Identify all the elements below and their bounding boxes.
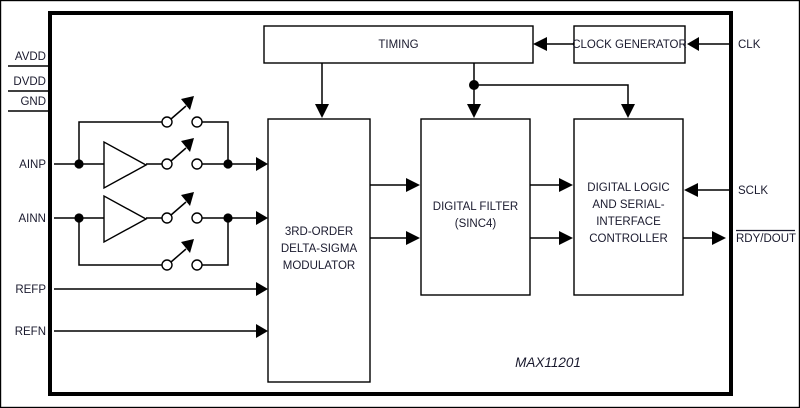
switch-top-blade — [170, 105, 187, 120]
modulator-label-line1: 3RD-ORDER — [285, 226, 353, 238]
pin-refp-label: REFP — [15, 284, 46, 296]
pin-gnd-label: GND — [20, 96, 46, 108]
arrow-timing-to-logic — [621, 104, 635, 118]
digital-filter-label-line2: (SINC4) — [455, 218, 497, 230]
pin-ainn-label: AINN — [19, 213, 46, 225]
arrow-filter-to-logic-2 — [559, 231, 573, 245]
pin-rdy-dout: RDY/DOUT — [683, 229, 796, 245]
digital-filter-box[interactable] — [420, 118, 531, 296]
junction-modulator-in-p — [223, 159, 233, 169]
clock-generator-label: CLOCK GENERATOR — [572, 39, 687, 51]
pin-clk: CLK — [687, 37, 761, 51]
timing-label: TIMING — [378, 39, 418, 51]
pin-refn: REFN — [15, 324, 268, 338]
ainn-bypass-wire — [78, 218, 163, 266]
arrow-modulator-to-filter-1 — [406, 178, 420, 192]
arrow-modulator-to-filter-2 — [406, 231, 420, 245]
chip-boundary — [48, 11, 733, 396]
mux-switch-top — [161, 96, 229, 164]
switch-ainp-blade — [170, 147, 187, 162]
arrow-sclk-to-logic — [684, 183, 698, 197]
pin-dvdd: DVDD — [8, 76, 52, 92]
timing-box[interactable] — [263, 25, 534, 64]
part-number-label: MAX11201 — [515, 355, 581, 370]
input-buffer-amp-n — [103, 194, 148, 244]
pin-ainp-label: AINP — [19, 159, 46, 171]
pin-avdd: AVDD — [8, 51, 52, 67]
switch-ainn-blade-arrow — [181, 192, 194, 206]
digital-logic-label-line2: AND SERIAL- — [592, 199, 664, 211]
modulator-label-line2: DELTA-SIGMA — [281, 243, 358, 255]
arrow-inp-to-modulator — [256, 157, 268, 171]
pin-refn-label: REFN — [15, 326, 46, 338]
pin-clk-label: CLK — [738, 39, 761, 51]
digital-logic-label-line1: DIGITAL LOGIC — [587, 182, 669, 194]
switch-top-right-terminal — [191, 116, 203, 128]
pin-sclk-label: SCLK — [738, 185, 768, 197]
digital-logic-label-line3: INTERFACE — [596, 216, 661, 228]
switch-bottom-blade — [170, 248, 187, 263]
pin-avdd-label: AVDD — [15, 51, 46, 63]
pin-gnd: GND — [8, 96, 52, 112]
pin-sclk: SCLK — [684, 183, 768, 197]
pin-ainp: AINP — [19, 159, 104, 171]
arrow-inn-to-modulator — [256, 211, 268, 225]
block-timing[interactable]: TIMING — [263, 25, 534, 64]
digital-logic-box[interactable] — [573, 118, 684, 296]
block-modulator[interactable]: 3RD-ORDER DELTA-SIGMA MODULATOR — [267, 118, 371, 383]
switch-top-output-wire — [202, 121, 229, 164]
mux-switch-ainp — [161, 138, 268, 171]
switch-ainn-blade — [170, 201, 187, 216]
block-clock-generator[interactable]: CLOCK GENERATOR — [572, 25, 687, 64]
digital-logic-label-line4: CONTROLLER — [589, 233, 668, 245]
arrow-refp-to-modulator — [256, 282, 268, 296]
arrow-refn-to-modulator — [256, 324, 268, 338]
pin-dvdd-label: DVDD — [13, 76, 46, 88]
mux-switch-bottom — [161, 218, 229, 271]
arrow-filter-to-logic-1 — [559, 178, 573, 192]
switch-bottom-right-terminal — [191, 259, 203, 271]
switch-top-left-terminal — [161, 116, 173, 128]
ainp-bypass-wire — [78, 121, 163, 164]
block-digital-logic[interactable]: DIGITAL LOGIC AND SERIAL- INTERFACE CONT… — [573, 118, 684, 296]
switch-ainp-left-terminal — [161, 158, 173, 170]
arrow-logic-to-rdy-dout — [712, 231, 726, 245]
input-buffer-amp-p — [103, 140, 148, 190]
arrow-clockgen-to-timing — [533, 37, 547, 51]
switch-bottom-output-wire — [202, 218, 229, 266]
switch-ainn-right-terminal — [191, 212, 203, 224]
pin-ainn: AINN — [19, 213, 104, 225]
pin-rdy-dout-label: RDY/DOUT — [736, 233, 796, 245]
switch-top-blade-arrow — [181, 96, 194, 110]
block-digital-filter[interactable]: DIGITAL FILTER (SINC4) — [420, 118, 531, 296]
switch-bottom-blade-arrow — [181, 239, 194, 253]
arrow-timing-to-modulator — [315, 104, 329, 118]
switch-ainp-blade-arrow — [181, 138, 194, 152]
timing-to-logic-wire — [474, 84, 629, 104]
pin-refp: REFP — [15, 282, 268, 296]
modulator-box[interactable] — [267, 118, 371, 383]
switch-ainn-left-terminal — [161, 212, 173, 224]
arrow-clk-to-clockgen — [687, 37, 699, 51]
digital-filter-label-line1: DIGITAL FILTER — [433, 201, 518, 213]
mux-switch-ainn — [161, 192, 268, 225]
arrow-timing-to-filter — [467, 104, 481, 118]
modulator-label-line3: MODULATOR — [283, 260, 355, 272]
switch-ainp-right-terminal — [191, 158, 203, 170]
switch-bottom-left-terminal — [161, 259, 173, 271]
